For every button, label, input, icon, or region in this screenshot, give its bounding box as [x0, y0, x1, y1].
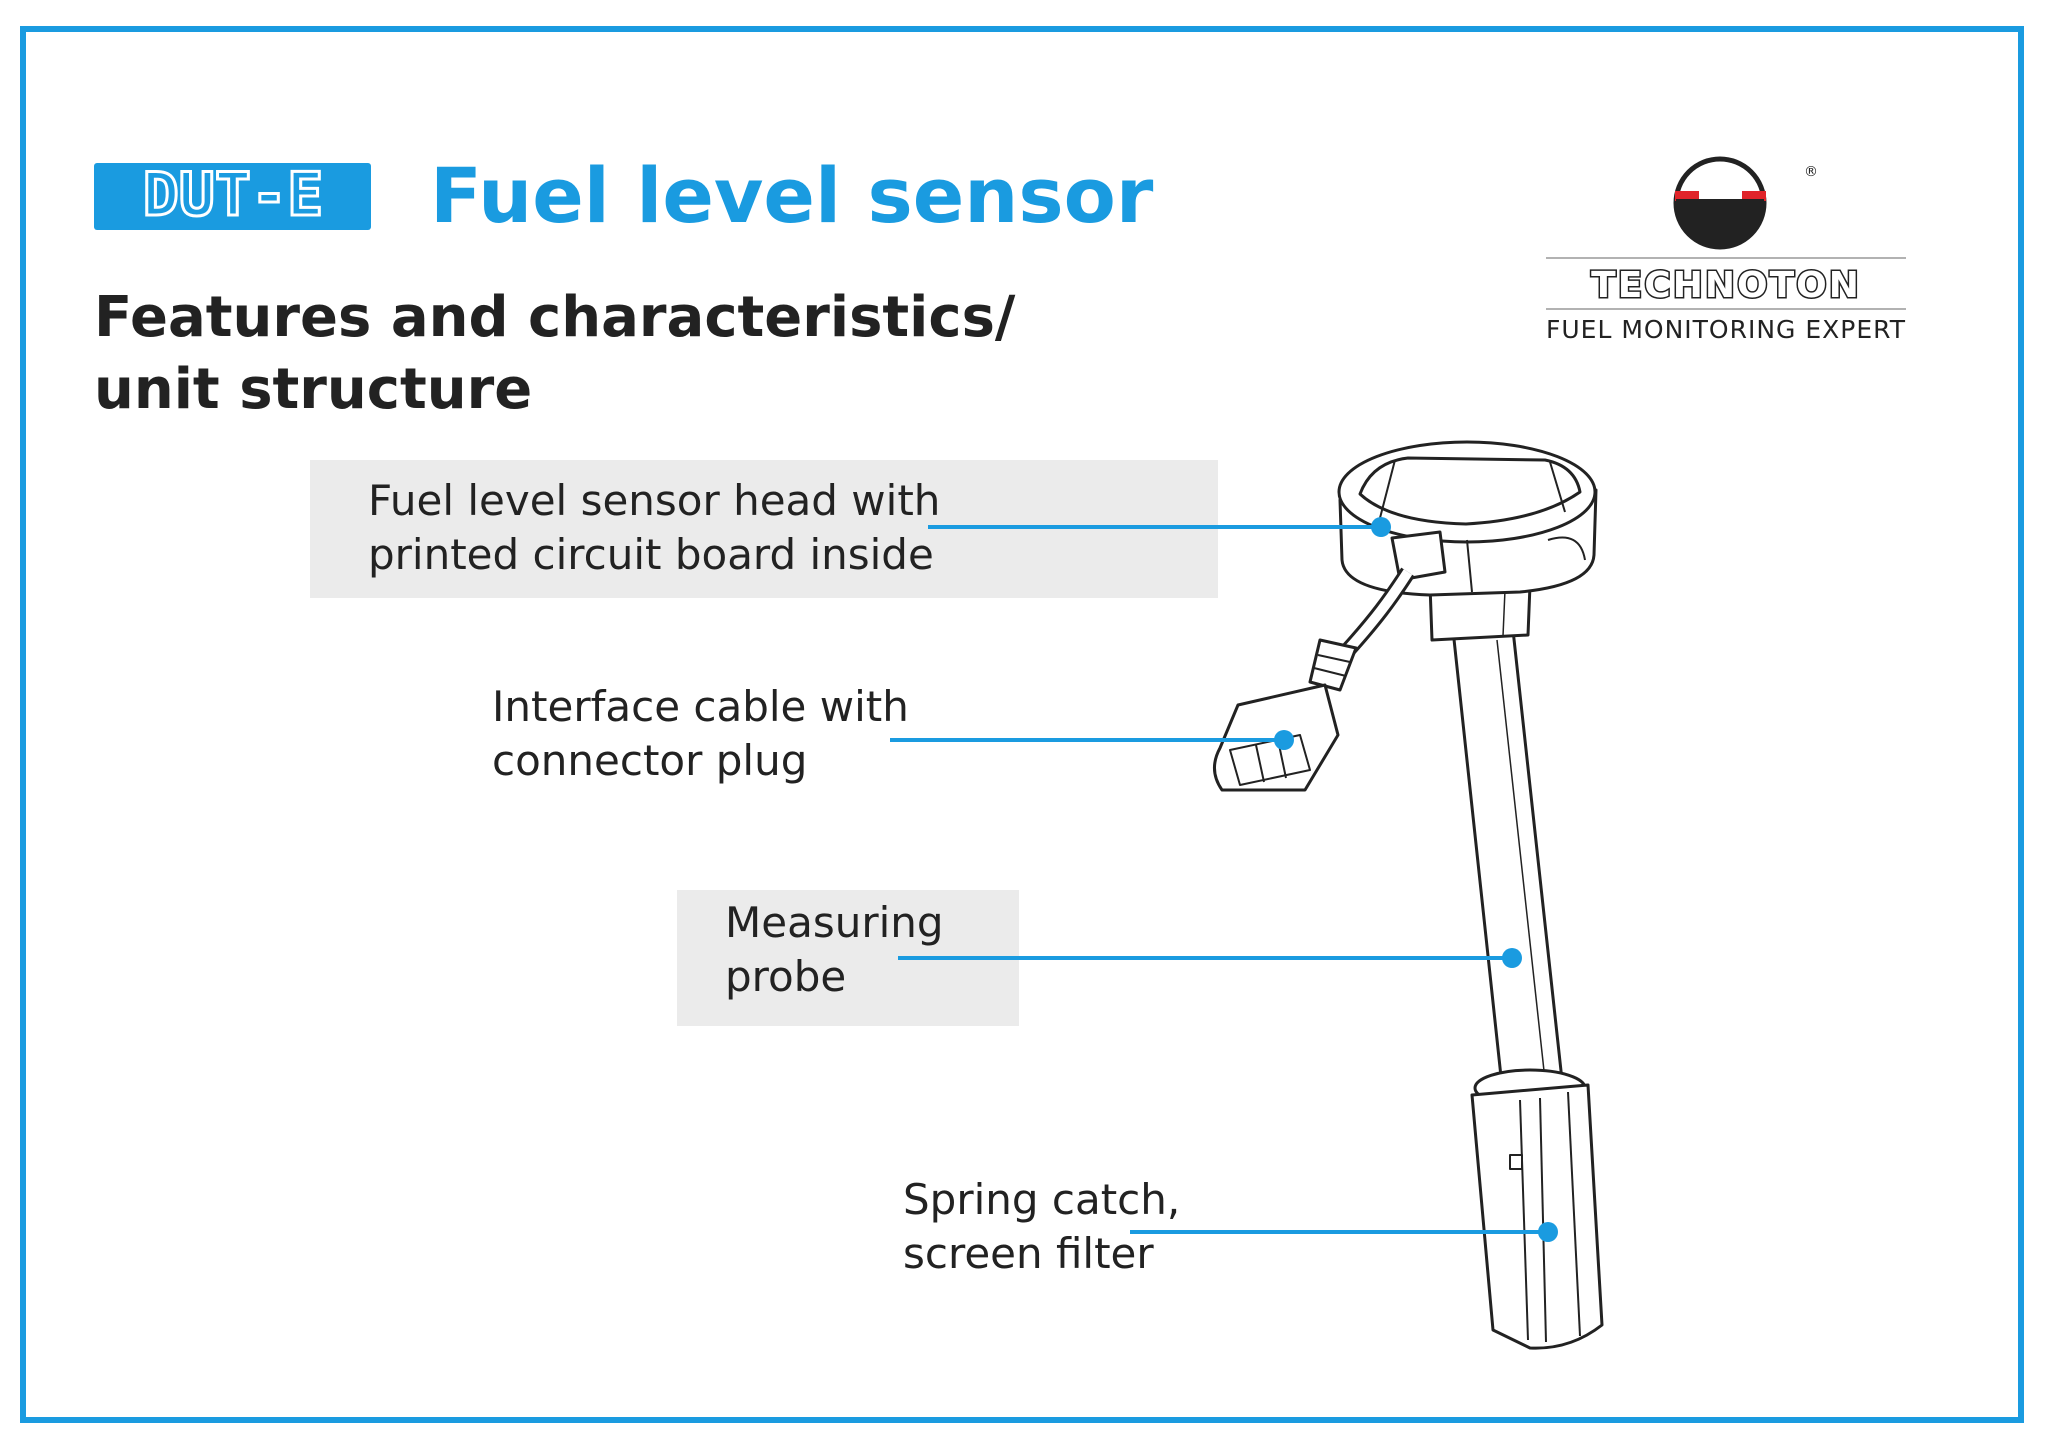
callout-interface-cable: Interface cable with connector plug	[492, 680, 909, 788]
callout-spring-catch: Spring catch, screen filter	[903, 1173, 1180, 1281]
page-subtitle: Features and characteristics/ unit struc…	[94, 282, 1015, 426]
technoton-logo: ® TECHNOTON FUEL MONITORING EXPERT	[1546, 156, 1906, 344]
probe-tube-highlight	[1496, 639, 1546, 1081]
leader-lines	[890, 517, 1558, 1242]
callout-interface-cable-line-2: connector plug	[492, 736, 808, 785]
callout-sensor-head-line-2: printed circuit board inside	[368, 530, 934, 579]
connector-boot	[1308, 638, 1358, 692]
leader-dot-interface-cable	[1274, 730, 1294, 750]
page-title: Fuel level sensor	[430, 151, 1154, 240]
logo-brand: TECHNOTON	[1591, 265, 1861, 306]
subtitle-line-1: Features and characteristics/	[94, 285, 1016, 350]
leader-dot-spring-catch	[1538, 1222, 1558, 1242]
callout-interface-cable-line-1: Interface cable with	[492, 682, 909, 731]
leader-dot-measuring-probe	[1502, 948, 1522, 968]
registered-mark: ®	[1804, 164, 1818, 180]
callout-spring-catch-line-2: screen filter	[903, 1229, 1154, 1278]
subtitle-line-2: unit structure	[94, 357, 533, 422]
filter-body	[1470, 1083, 1604, 1350]
callout-measuring-probe-line-2: probe	[725, 952, 847, 1001]
callout-spring-catch-line-1: Spring catch,	[903, 1175, 1181, 1224]
leader-dot-sensor-head	[1371, 517, 1391, 537]
page-frame	[20, 26, 2024, 1423]
logo-tagline: FUEL MONITORING EXPERT	[1546, 315, 1906, 344]
product-badge-logotype: DUT-E	[141, 169, 325, 225]
callout-measuring-probe-line-1: Measuring	[725, 898, 944, 947]
product-badge: DUT-E	[94, 163, 371, 230]
logo-emblem	[1673, 156, 1767, 250]
sensor-illustration	[1213, 440, 1604, 1350]
callout-sensor-head-line-1: Fuel level sensor head with	[368, 476, 941, 525]
spring-catch-latch	[1509, 1154, 1523, 1170]
probe-tube	[1451, 628, 1564, 1088]
product-badge-text: DUT-E	[142, 169, 323, 225]
cable-gland	[1390, 530, 1447, 582]
